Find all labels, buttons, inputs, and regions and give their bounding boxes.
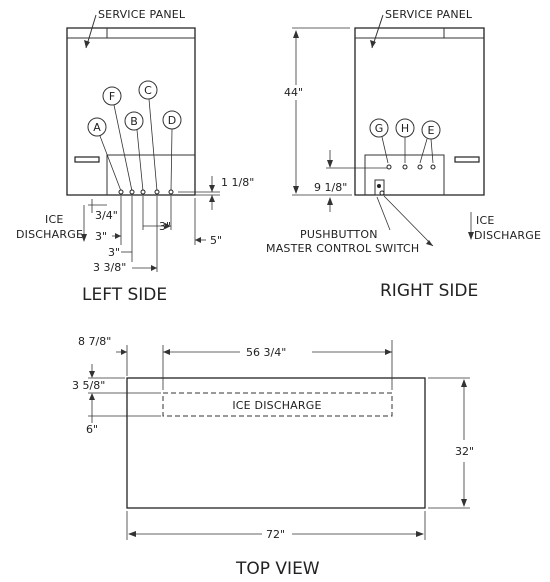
- connection-F: F: [102, 86, 135, 195]
- dim-3-a: 3": [95, 230, 107, 243]
- connection-C: C: [138, 80, 160, 195]
- left-side-title: LEFT SIDE: [82, 285, 167, 305]
- svg-text:G: G: [375, 122, 384, 135]
- handle-slot-left: [74, 156, 100, 163]
- svg-text:H: H: [401, 122, 409, 135]
- service-panel-label-left: SERVICE PANEL: [98, 8, 186, 21]
- left-side-view: SERVICE PANEL A F B C: [16, 8, 254, 305]
- dim-72: 72": [266, 528, 285, 541]
- connection-E: E: [417, 120, 441, 170]
- handle-slot-right: [454, 156, 480, 163]
- svg-text:D: D: [168, 114, 176, 127]
- dim-3-4: 3/4": [95, 209, 118, 222]
- dim-3-b: 3": [108, 246, 120, 259]
- ice-discharge-left-1: ICE: [45, 213, 63, 226]
- connection-A: A: [87, 117, 124, 195]
- connection-H: H: [395, 118, 415, 170]
- svg-text:C: C: [144, 84, 152, 97]
- ice-discharge-right-2: DISCHARGE: [474, 229, 541, 242]
- dim-3-c: 3": [159, 220, 171, 233]
- connection-D: D: [162, 110, 182, 195]
- dim-6: 6": [86, 423, 98, 436]
- right-side-title: RIGHT SIDE: [380, 281, 478, 301]
- ice-discharge-opening: [162, 392, 393, 417]
- svg-text:E: E: [428, 124, 435, 137]
- dim-3-3-8: 3 3/8": [93, 261, 126, 274]
- dim-44: 44": [284, 86, 303, 99]
- top-view: ICE DISCHARGE 8 7/8" 56 3/4" 3 5/8" 6" 3…: [72, 335, 474, 579]
- ice-discharge-right-1: ICE: [476, 214, 494, 227]
- top-view-title: TOP VIEW: [235, 559, 320, 579]
- dim-56-3-4: 56 3/4": [246, 346, 286, 359]
- service-panel-label-right: SERVICE PANEL: [385, 8, 473, 21]
- dim-1-1-8: 1 1/8": [221, 176, 254, 189]
- svg-text:F: F: [109, 90, 115, 103]
- pushbutton-box: [374, 179, 385, 196]
- master-control-label: MASTER CONTROL SWITCH: [266, 242, 419, 255]
- top-view-outline: [126, 377, 426, 509]
- svg-text:B: B: [130, 115, 138, 128]
- dim-9-1-8: 9 1/8": [314, 181, 347, 194]
- ice-discharge-left-2: DISCHARGE: [16, 228, 83, 241]
- dim-8-7-8: 8 7/8": [78, 335, 111, 348]
- right-side-view: SERVICE PANEL 44" 9 1/8" G H: [266, 8, 541, 301]
- dim-3-5-8: 3 5/8": [72, 379, 105, 392]
- connection-G: G: [369, 118, 392, 170]
- ice-discharge-top-label: ICE DISCHARGE: [232, 399, 321, 412]
- dim-5: 5": [210, 234, 222, 247]
- svg-text:A: A: [93, 121, 101, 134]
- dim-32: 32": [455, 445, 474, 458]
- connection-B: B: [124, 111, 146, 195]
- pushbutton-label: PUSHBUTTON: [300, 228, 378, 241]
